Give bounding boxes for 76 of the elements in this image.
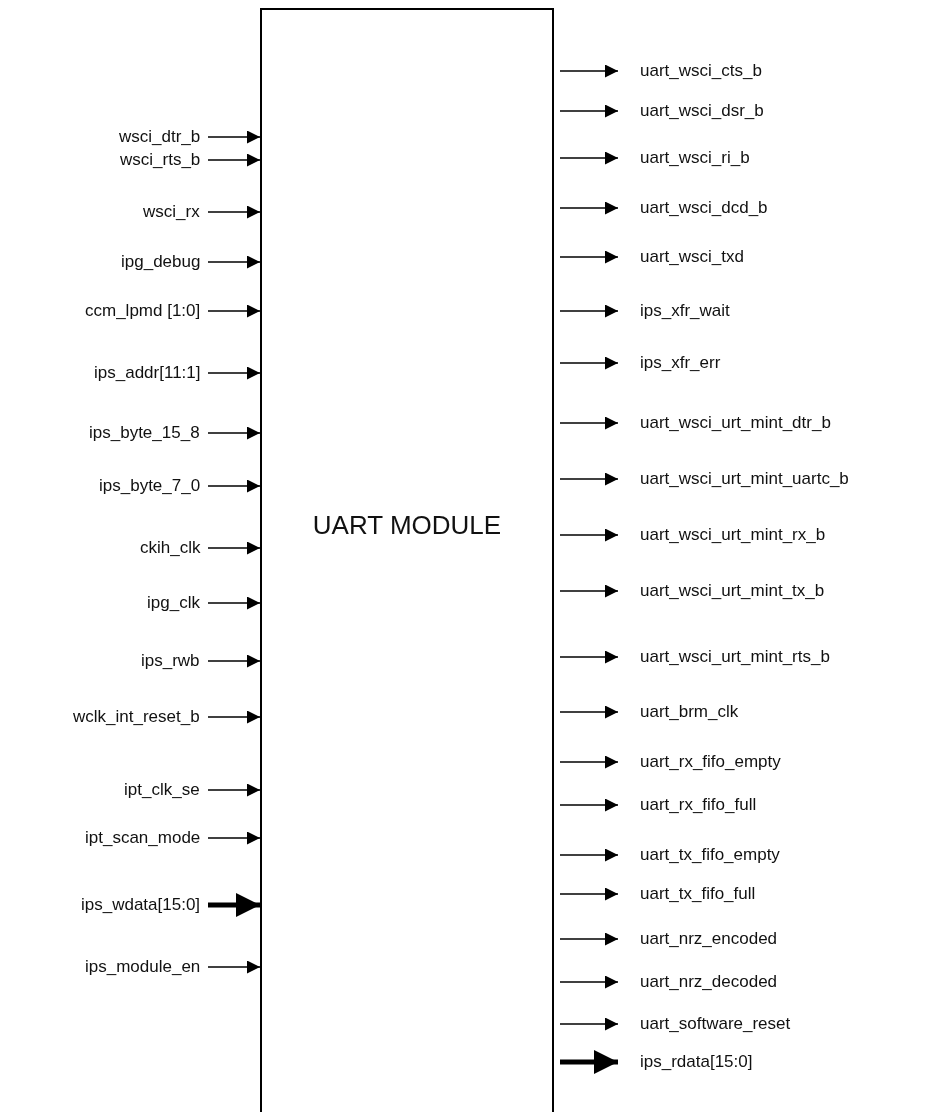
signal-arrow bbox=[559, 104, 619, 118]
signal-name: ccm_lpmd [1:0] bbox=[85, 300, 201, 322]
signal-arrow bbox=[559, 705, 619, 719]
signal-arrow bbox=[559, 528, 619, 542]
signal-name: uart_tx_fifo_empty bbox=[640, 844, 780, 866]
signal-name: uart_tx_fifo_full bbox=[640, 883, 756, 905]
signal-name: ips_xfr_err bbox=[640, 352, 721, 374]
signal-name: uart_wsci_cts_b bbox=[640, 60, 762, 82]
signal-name: ipg_clk bbox=[147, 592, 200, 614]
signal-arrow bbox=[560, 1050, 618, 1074]
signal-arrow bbox=[207, 783, 261, 797]
signal-arrow bbox=[207, 831, 261, 845]
signal-name: uart_nrz_encoded bbox=[640, 928, 778, 950]
signal-arrow bbox=[559, 584, 619, 598]
signal-name: uart_nrz_decoded bbox=[640, 971, 778, 993]
signal-arrow bbox=[559, 1017, 619, 1031]
signal-arrow bbox=[559, 798, 619, 812]
signal-arrow bbox=[559, 472, 619, 486]
signal-name: ipg_debug bbox=[121, 251, 201, 273]
signal-name: ips_xfr_wait bbox=[640, 300, 730, 322]
signal-arrow bbox=[207, 654, 261, 668]
signal-arrow bbox=[559, 975, 619, 989]
signal-name: ckih_clk bbox=[140, 537, 201, 559]
signal-name: ips_wdata[15:0] bbox=[81, 894, 201, 916]
module-title: UART MODULE bbox=[311, 510, 503, 541]
signal-name: ips_rdata[15:0] bbox=[640, 1051, 753, 1073]
signal-name: uart_wsci_txd bbox=[640, 246, 744, 268]
signal-arrow bbox=[207, 366, 261, 380]
signal-name: uart_wsci_urt_mint_tx_b bbox=[640, 580, 825, 602]
signal-name: uart_software_reset bbox=[640, 1013, 791, 1035]
signal-name: uart_wsci_urt_mint_rts_b bbox=[640, 646, 830, 668]
signal-arrow bbox=[559, 848, 619, 862]
signal-name: uart_wsci_urt_mint_dtr_b bbox=[640, 412, 831, 434]
module-box bbox=[260, 8, 554, 1112]
signal-name: wsci_dtr_b bbox=[119, 126, 201, 148]
signal-arrow bbox=[207, 596, 261, 610]
signal-arrow bbox=[207, 710, 261, 724]
signal-name: ipt_clk_se bbox=[124, 779, 200, 801]
signal-arrow bbox=[559, 151, 619, 165]
signal-arrow bbox=[559, 932, 619, 946]
signal-arrow bbox=[559, 250, 619, 264]
signal-arrow bbox=[207, 153, 261, 167]
signal-name: uart_wsci_urt_mint_uartc_b bbox=[640, 468, 849, 490]
signal-arrow bbox=[559, 64, 619, 78]
signal-name: ips_byte_7_0 bbox=[99, 475, 201, 497]
signal-name: uart_brm_clk bbox=[640, 701, 739, 723]
signal-name: uart_wsci_dsr_b bbox=[640, 100, 764, 122]
signal-name: wsci_rx bbox=[143, 201, 200, 223]
signal-arrow bbox=[559, 755, 619, 769]
signal-name: uart_rx_fifo_full bbox=[640, 794, 757, 816]
signal-name: ips_rwb bbox=[141, 650, 200, 672]
signal-arrow bbox=[207, 479, 261, 493]
signal-arrow bbox=[207, 426, 261, 440]
signal-arrow bbox=[207, 130, 261, 144]
signal-name: uart_wsci_urt_mint_rx_b bbox=[640, 524, 826, 546]
signal-arrow bbox=[207, 541, 261, 555]
signal-name: wclk_int_reset_b bbox=[73, 706, 200, 728]
signal-name: uart_wsci_dcd_b bbox=[640, 197, 768, 219]
signal-arrow bbox=[559, 356, 619, 370]
signal-arrow bbox=[559, 416, 619, 430]
signal-name: wsci_rts_b bbox=[120, 149, 201, 171]
signal-arrow bbox=[207, 255, 261, 269]
signal-arrow bbox=[559, 201, 619, 215]
signal-arrow bbox=[559, 887, 619, 901]
signal-arrow bbox=[559, 650, 619, 664]
signal-arrow bbox=[207, 960, 261, 974]
signal-name: ips_module_en bbox=[85, 956, 201, 978]
signal-arrow bbox=[207, 205, 261, 219]
signal-name: ips_addr[11:1] bbox=[94, 362, 201, 384]
signal-name: ips_byte_15_8 bbox=[89, 422, 200, 444]
signal-name: uart_wsci_ri_b bbox=[640, 147, 750, 169]
signal-name: uart_rx_fifo_empty bbox=[640, 751, 781, 773]
signal-arrow bbox=[208, 893, 260, 917]
signal-name: ipt_scan_mode bbox=[85, 827, 201, 849]
signal-arrow bbox=[559, 304, 619, 318]
signal-arrow bbox=[207, 304, 261, 318]
